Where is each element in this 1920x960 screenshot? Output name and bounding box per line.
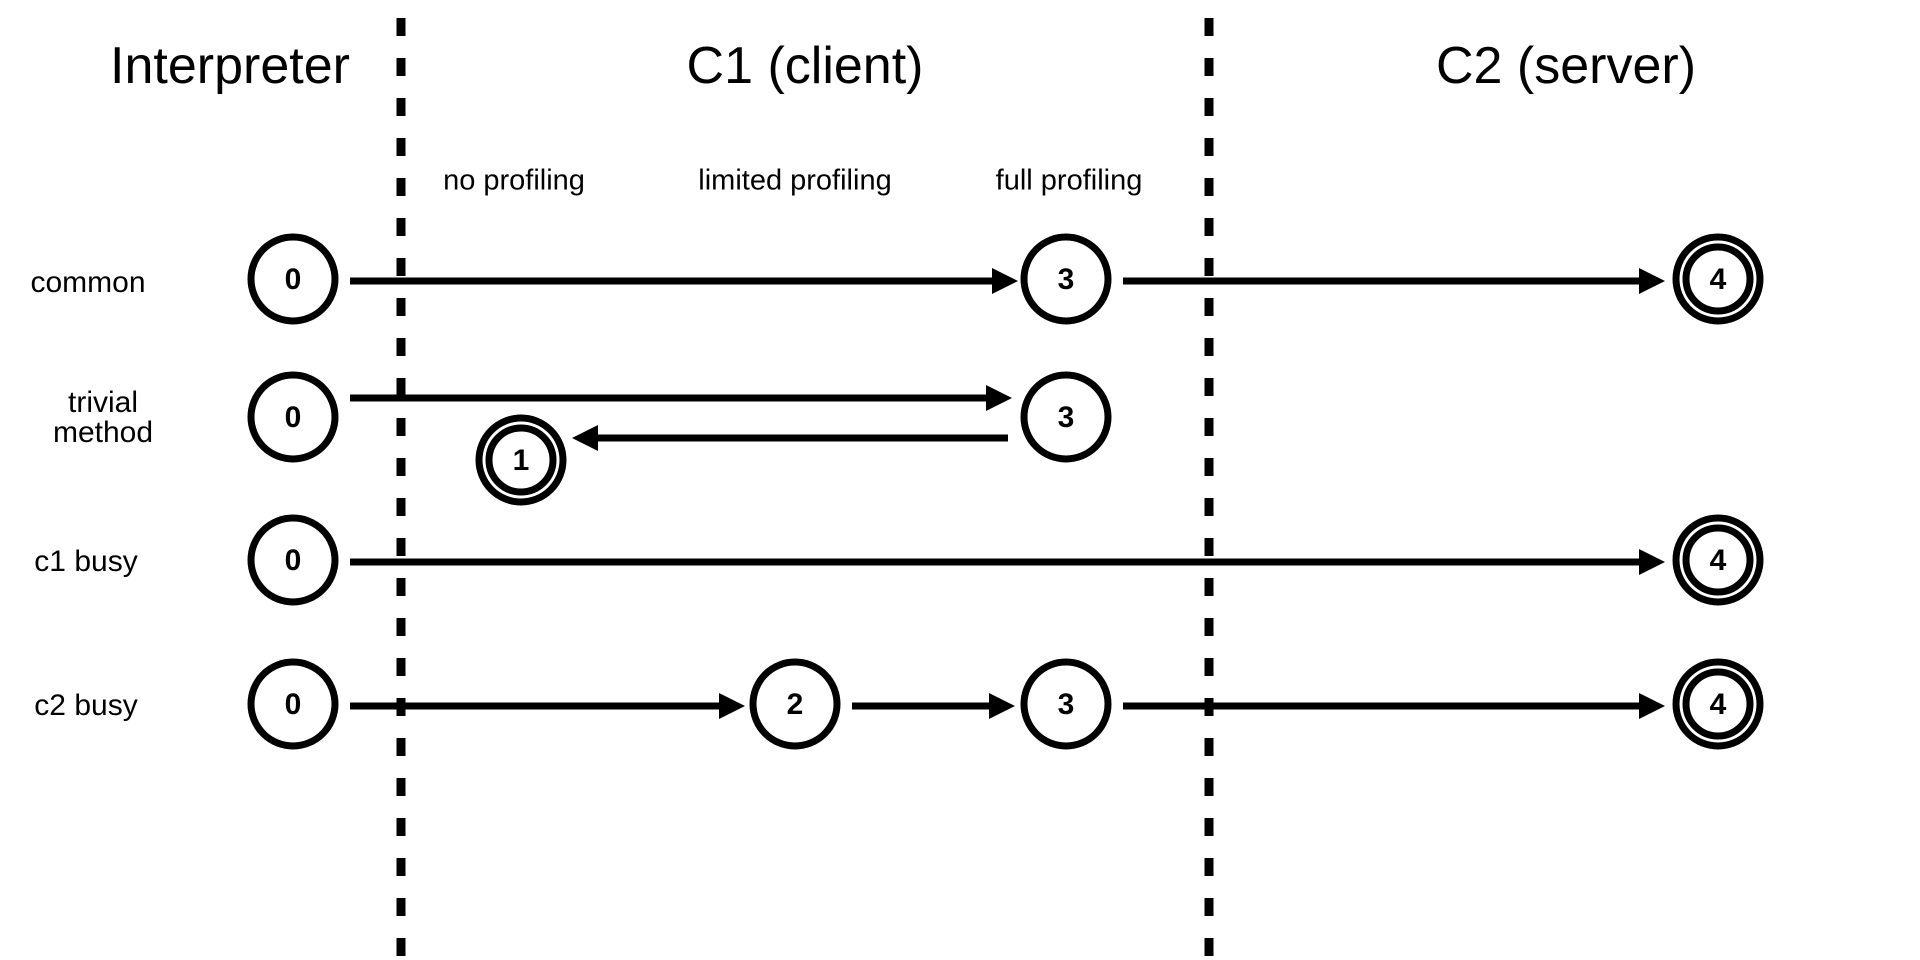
edge-arrowhead [986, 385, 1012, 411]
edge-arrowhead [719, 693, 745, 719]
sub-header-full-profiling: full profiling [995, 164, 1143, 197]
row-label-line: trivial [67, 386, 139, 419]
state-node-c2busy-2[interactable] [749, 658, 841, 750]
column-header-interpreter: Interpreter [110, 37, 350, 95]
row-label-common: common [30, 268, 145, 298]
edge-c2busy-2-to-3 [852, 693, 1015, 719]
edge-trivial-3-to-1 [572, 425, 1008, 451]
edge-common-3-to-4 [1123, 268, 1665, 294]
row-label-line: c1 busy [34, 545, 138, 578]
edge-arrowhead [989, 693, 1015, 719]
row-label-c1-busy: c1 busy [34, 547, 137, 577]
row-label-c2-busy: c2 busy [34, 691, 137, 721]
edge-c2busy-3-to-4 [1123, 693, 1665, 719]
edge-common-0-to-3 [350, 268, 1018, 294]
row-label-line: c2 busy [34, 689, 138, 722]
state-node-trivial-3[interactable] [1020, 371, 1112, 463]
edge-c2busy-0-to-2 [350, 693, 745, 719]
node-inner-circle [485, 424, 557, 496]
node-circle [247, 371, 339, 463]
edge-arrowhead [572, 425, 598, 451]
state-node-c2busy-3[interactable] [1020, 658, 1112, 750]
state-node-common-0[interactable] [247, 233, 339, 325]
edge-arrowhead [992, 268, 1018, 294]
edge-arrowhead [1639, 693, 1665, 719]
edge-trivial-0-to-3 [350, 385, 1012, 411]
state-nodes [247, 233, 1764, 750]
state-node-trivial-1[interactable] [475, 414, 567, 506]
node-inner-circle [1682, 668, 1754, 740]
node-circle [247, 514, 339, 606]
node-circle [1020, 233, 1112, 325]
edge-arrowhead [1639, 268, 1665, 294]
node-circle [1020, 371, 1112, 463]
state-node-trivial-0[interactable] [247, 371, 339, 463]
edge-arrowhead [1639, 549, 1665, 575]
state-node-common-3[interactable] [1020, 233, 1112, 325]
row-label-line: method [52, 416, 154, 449]
sub-header-limited-profiling: limited profiling [698, 164, 892, 197]
transition-edges [350, 268, 1665, 719]
sub-header-no-profiling: no profiling [443, 164, 585, 197]
column-header-c1-client: C1 (client) [686, 37, 924, 95]
node-inner-circle [1682, 524, 1754, 596]
node-circle [749, 658, 841, 750]
column-header-c2-server: C2 (server) [1435, 37, 1697, 95]
node-circle [247, 233, 339, 325]
state-node-c1busy-4[interactable] [1672, 514, 1764, 606]
node-inner-circle [1682, 243, 1754, 315]
state-node-c2busy-4[interactable] [1672, 658, 1764, 750]
row-label-line: common [30, 266, 146, 299]
state-node-common-4[interactable] [1672, 233, 1764, 325]
state-node-c2busy-0[interactable] [247, 658, 339, 750]
node-circle [1020, 658, 1112, 750]
node-circle [247, 658, 339, 750]
edge-c1busy-0-to-4 [350, 549, 1665, 575]
state-node-c1busy-0[interactable] [247, 514, 339, 606]
